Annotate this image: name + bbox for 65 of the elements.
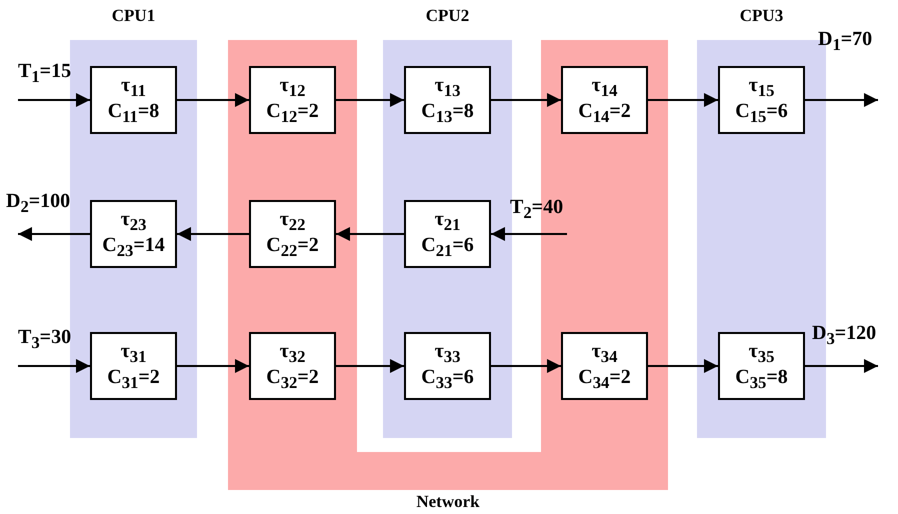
arrow	[177, 93, 249, 107]
task-label: C$_{31}$=2	[107, 366, 160, 392]
task-label: τ$_{34}$	[592, 340, 618, 366]
edge-label: T$_{3}$=30	[18, 326, 72, 353]
task-label: C$_{23}$=14	[102, 234, 165, 260]
task-label: C$_{12}$=2	[266, 100, 319, 126]
task-label: C$_{22}$=2	[266, 234, 319, 260]
region-heading: Network	[415, 492, 481, 512]
task-label: C$_{34}$=2	[578, 366, 631, 392]
task-box	[90, 332, 177, 400]
task-box	[249, 66, 336, 134]
task-label: C$_{11}$=8	[108, 100, 160, 126]
task-label: τ$_{35}$	[748, 340, 774, 366]
edge-label: D$_{1}$=70	[818, 28, 872, 55]
arrow	[491, 359, 561, 373]
task-label: C$_{21}$=6	[421, 234, 474, 260]
column-heading: CPU3	[740, 6, 784, 26]
task-box	[404, 66, 491, 134]
task-box	[561, 332, 648, 400]
arrow	[336, 227, 404, 241]
task-label: τ$_{23}$	[120, 208, 146, 234]
task-box	[718, 66, 805, 134]
arrow	[177, 359, 249, 373]
arrow	[805, 359, 878, 373]
edge-label: D$_{2}$=100	[6, 190, 70, 217]
task-label: τ$_{14}$	[592, 74, 618, 100]
arrow	[805, 93, 878, 107]
task-label: τ$_{31}$	[120, 340, 146, 366]
task-label: τ$_{15}$	[748, 74, 774, 100]
arrow	[491, 93, 561, 107]
task-label: τ$_{13}$	[434, 74, 460, 100]
task-box	[404, 332, 491, 400]
task-box	[90, 66, 177, 134]
edge-label: D$_{3}$=120	[812, 322, 876, 349]
edge-label: T$_{1}$=15	[18, 60, 72, 87]
task-label: C$_{13}$=8	[421, 100, 474, 126]
task-label: τ$_{12}$	[280, 74, 306, 100]
task-label: C$_{35}$=8	[735, 366, 788, 392]
task-box	[561, 66, 648, 134]
task-label: C$_{33}$=6	[421, 366, 474, 392]
task-label: τ$_{21}$	[434, 208, 460, 234]
arrow	[18, 93, 90, 107]
column-heading: CPU2	[426, 6, 470, 26]
task-label: τ$_{22}$	[280, 208, 306, 234]
task-label: C$_{32}$=2	[266, 366, 319, 392]
arrow	[491, 227, 567, 241]
task-box	[718, 332, 805, 400]
task-box	[90, 200, 177, 268]
arrow	[336, 359, 404, 373]
task-label: τ$_{11}$	[121, 74, 146, 100]
task-box	[404, 200, 491, 268]
arrow	[18, 359, 90, 373]
edge-label: T$_{2}$=40	[510, 196, 564, 223]
task-box	[249, 332, 336, 400]
arrow	[177, 227, 249, 241]
arrow	[648, 93, 718, 107]
task-label: τ$_{32}$	[280, 340, 306, 366]
arrow	[18, 227, 90, 241]
arrow	[648, 359, 718, 373]
column-heading: CPU1	[112, 6, 156, 26]
task-label: C$_{15}$=6	[735, 100, 788, 126]
task-label: C$_{14}$=2	[578, 100, 631, 126]
task-box	[249, 200, 336, 268]
arrow	[336, 93, 404, 107]
task-label: τ$_{33}$	[434, 340, 460, 366]
